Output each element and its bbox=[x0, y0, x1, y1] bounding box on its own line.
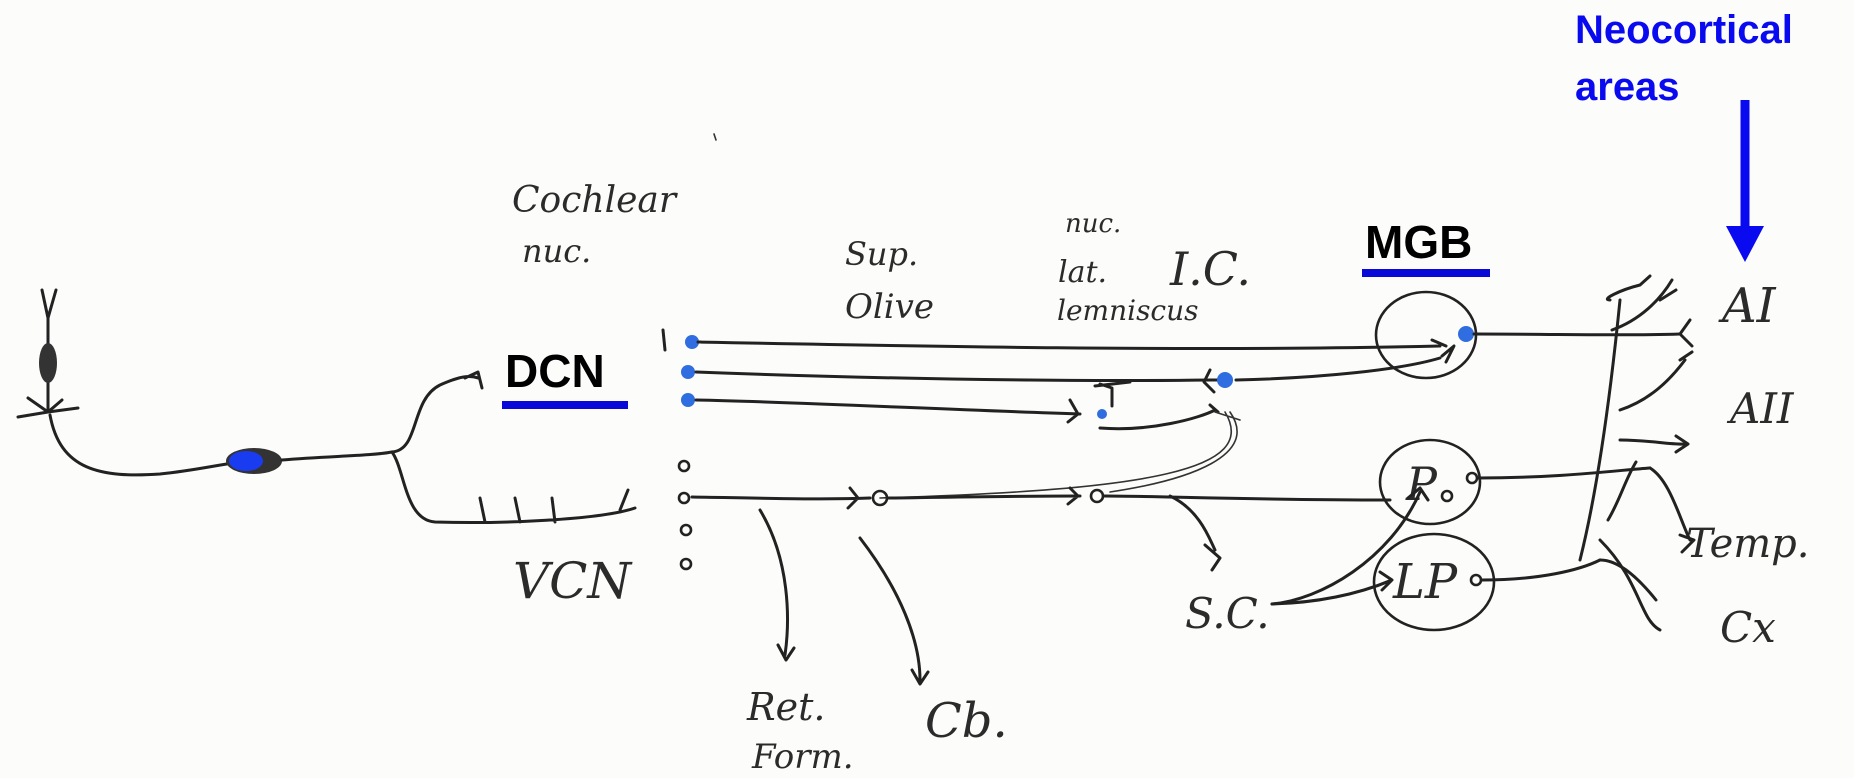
vcn-ring-1 bbox=[677, 459, 691, 473]
nerve-branch-dcn bbox=[390, 370, 484, 454]
lemniscus-terminal bbox=[1093, 380, 1132, 408]
aii-label: AII bbox=[1726, 384, 1795, 433]
ret-form-label-line2: Form. bbox=[751, 737, 854, 777]
sc-to-lp bbox=[1270, 570, 1394, 606]
p-to-cortex-axon bbox=[1476, 466, 1652, 480]
lemniscus-output bbox=[1098, 403, 1220, 431]
peripheral-axon bbox=[48, 413, 247, 477]
dcn-to-ic-axon bbox=[694, 370, 1227, 383]
temp-branch bbox=[1648, 466, 1696, 554]
auditory-nerve bbox=[280, 450, 394, 462]
sup-olive-label-line1: Sup. bbox=[845, 235, 918, 273]
sc-to-p bbox=[1270, 486, 1430, 606]
mgb-label: MGB bbox=[1365, 216, 1472, 268]
vcn-to-olive-axon bbox=[690, 486, 872, 510]
hair-cell-neuron bbox=[16, 288, 80, 419]
neocortical-label-line2: areas bbox=[1575, 65, 1680, 109]
mgb-terminal bbox=[1430, 338, 1456, 364]
mgb-dot bbox=[1458, 326, 1474, 342]
cortical-trunk-1 bbox=[1578, 298, 1622, 562]
lemniscus-to-sc bbox=[1168, 494, 1222, 572]
olive-to-lemniscus-axon bbox=[886, 486, 1082, 506]
lp-to-cortex-axon bbox=[1480, 558, 1602, 582]
thin-projection-2 bbox=[1109, 411, 1238, 493]
lemniscus-label-line1: nuc. bbox=[1065, 209, 1121, 239]
dcn-dot-2 bbox=[681, 365, 695, 379]
lp-label: LP bbox=[1392, 554, 1458, 610]
ic-label: I.C. bbox=[1169, 242, 1251, 296]
vcn-ring-2 bbox=[677, 491, 691, 505]
ic-dot bbox=[1217, 372, 1233, 388]
ic-terminal bbox=[1202, 368, 1216, 394]
lp-cortex-branch bbox=[1606, 460, 1638, 522]
vcn-label: VCN bbox=[513, 552, 633, 610]
lemniscus-dot bbox=[1097, 409, 1107, 419]
neocortical-arrow-head bbox=[1726, 226, 1764, 262]
dcn-to-lemniscus-axon bbox=[694, 398, 1082, 424]
sc-label: S.C. bbox=[1185, 589, 1270, 638]
ganglion-soma-highlight bbox=[229, 451, 263, 471]
cochlear-label-line2: nuc. bbox=[522, 232, 591, 270]
dcn-dot-3 bbox=[681, 393, 695, 407]
ret-form-axon bbox=[758, 508, 796, 662]
dcn-dot-1 bbox=[685, 335, 699, 349]
mgb-to-cortex-axon bbox=[1472, 332, 1682, 337]
temp-label: Temp. bbox=[1686, 521, 1810, 567]
vcn-ring-3 bbox=[679, 523, 693, 537]
lp-nucleus bbox=[1372, 532, 1496, 632]
cx-branch-2 bbox=[1598, 558, 1658, 602]
cb-label: Cb. bbox=[925, 693, 1008, 749]
neocortical-label-line1: Neocortical bbox=[1575, 8, 1793, 52]
cochlear-label-line1: Cochlear bbox=[512, 180, 678, 221]
ic-to-mgb-axon bbox=[1234, 356, 1442, 382]
aii-branch-1 bbox=[1618, 350, 1694, 412]
aii-branch-2 bbox=[1618, 434, 1690, 454]
ai-terminal bbox=[1678, 318, 1694, 348]
stray-mark bbox=[713, 133, 717, 141]
ai-dendrites bbox=[1606, 274, 1678, 332]
to-pulvinar-axon bbox=[1102, 494, 1392, 502]
vcn-ring-4 bbox=[679, 557, 693, 571]
cb-axon bbox=[858, 536, 930, 686]
p-label: P bbox=[1405, 457, 1438, 511]
ai-label: AI bbox=[1718, 278, 1777, 334]
lemniscus-label-line3: lemniscus bbox=[1057, 294, 1199, 327]
dcn-label: DCN bbox=[505, 345, 605, 397]
p-nucleus bbox=[1378, 438, 1482, 526]
lemniscus-soma-2 bbox=[1089, 488, 1105, 504]
thin-projection-1 bbox=[879, 411, 1241, 499]
ret-form-label-line1: Ret. bbox=[746, 685, 825, 729]
cx-label: Cx bbox=[1720, 603, 1776, 652]
lemniscus-label-line2: lat. bbox=[1058, 255, 1107, 290]
sup-olive-label-line2: Olive bbox=[845, 287, 934, 327]
dcn-to-mgb-axon bbox=[696, 340, 1442, 351]
cx-branch bbox=[1598, 538, 1662, 632]
nerve-branch-vcn bbox=[390, 450, 637, 524]
